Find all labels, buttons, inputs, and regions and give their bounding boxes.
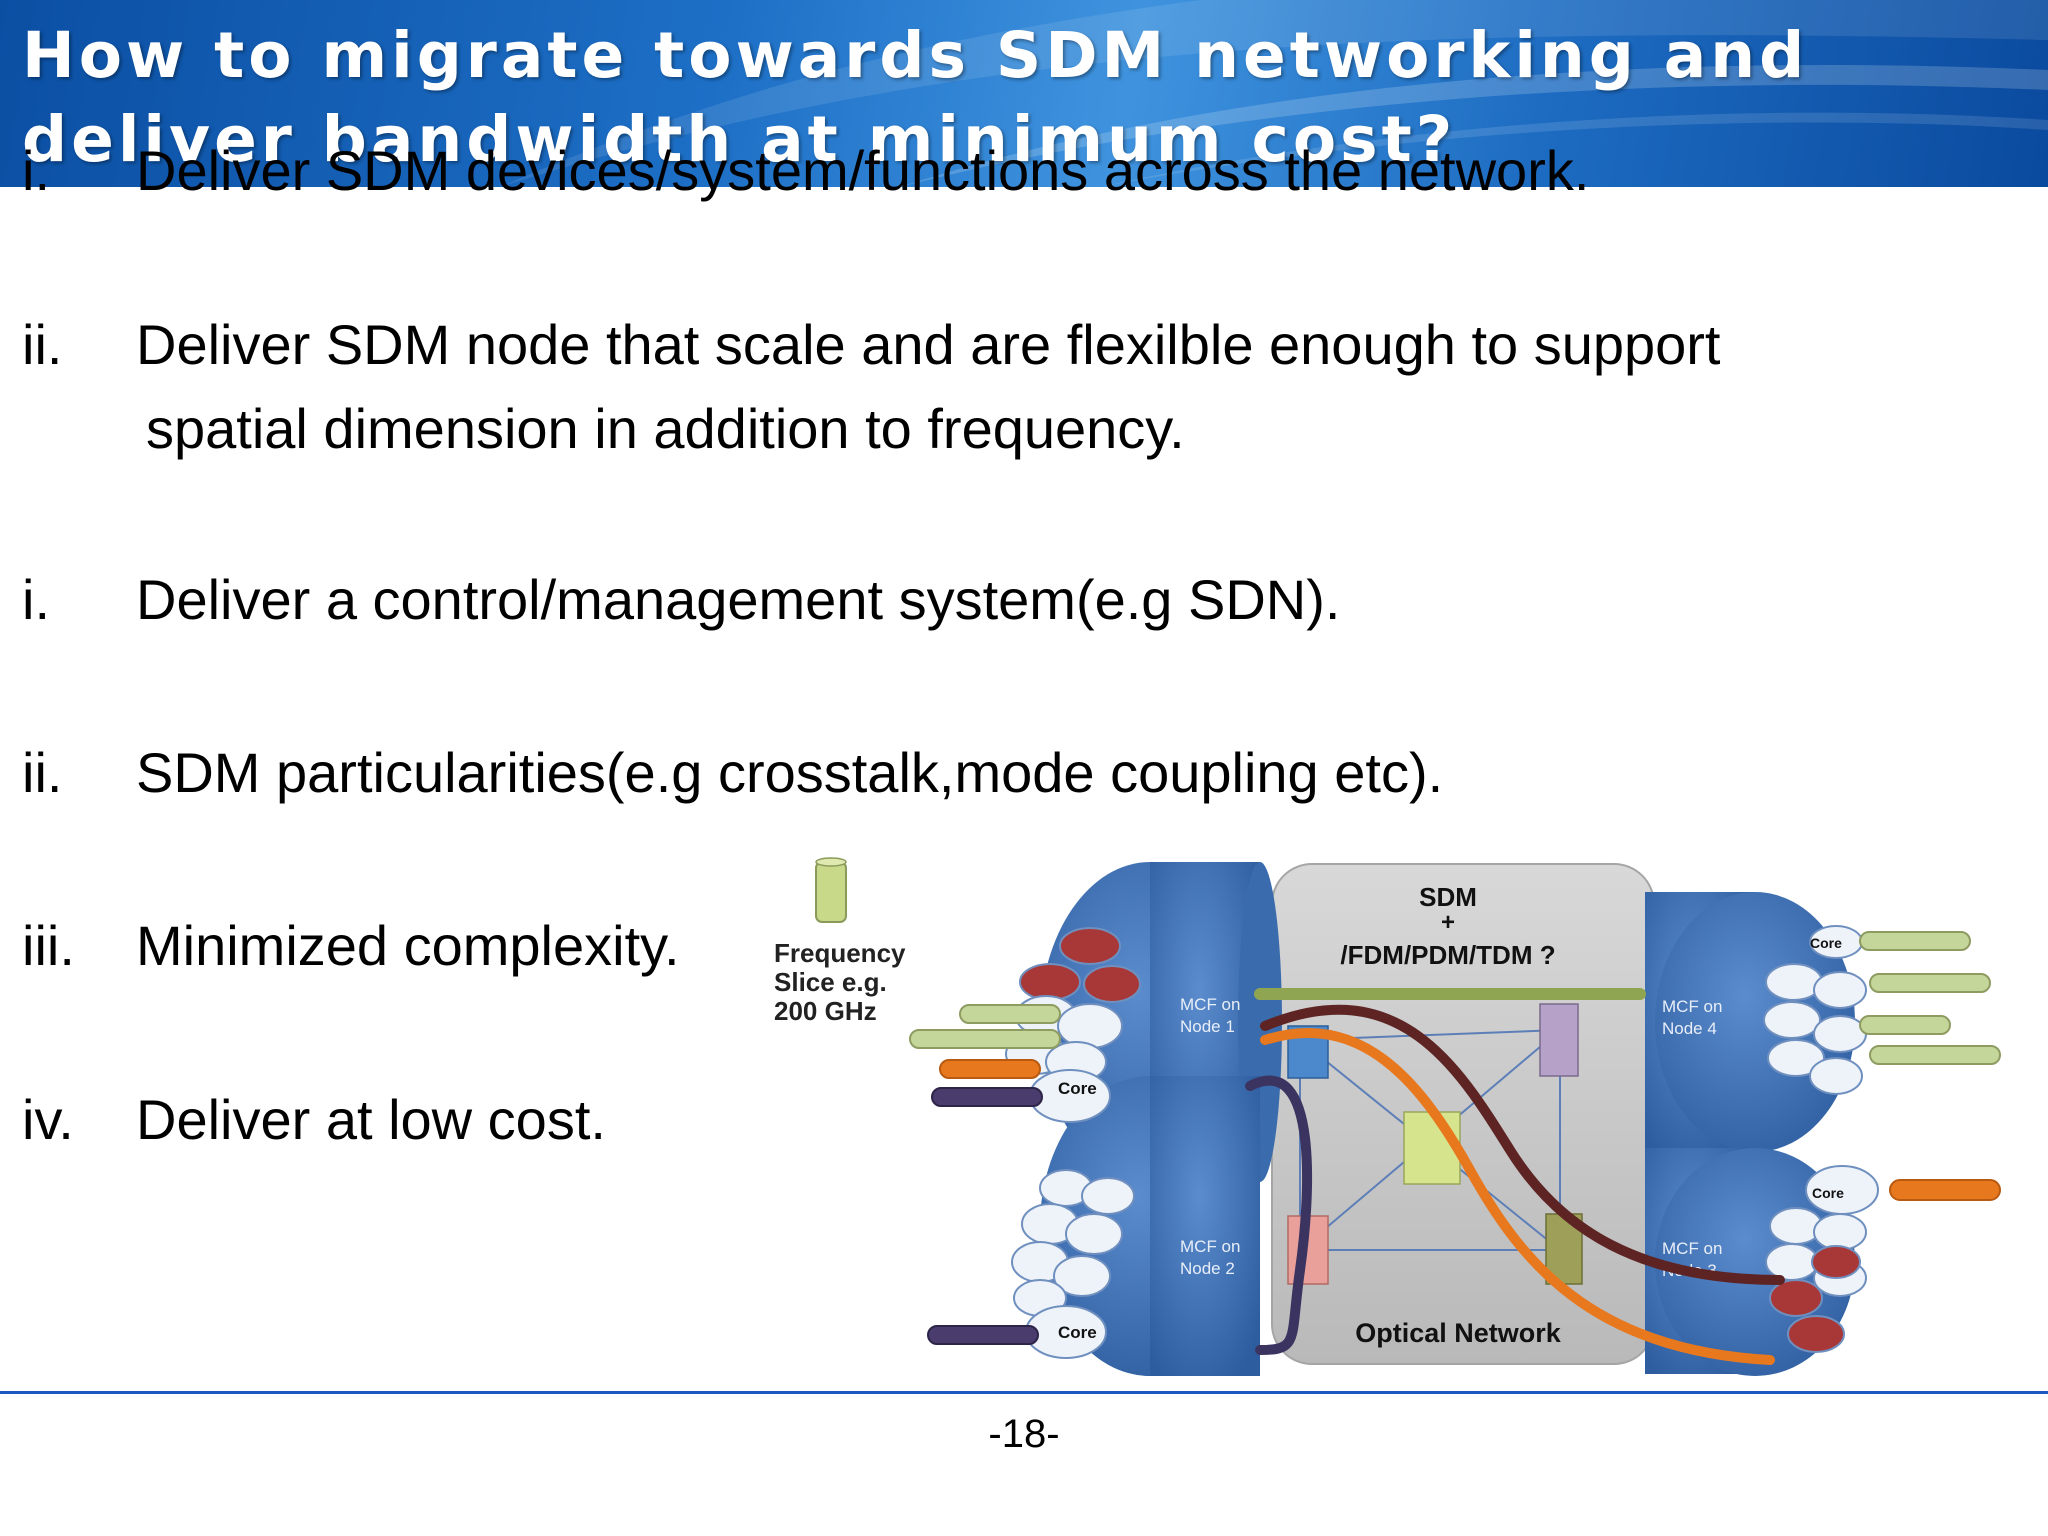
frequency-label-line3: 200 GHz [774, 996, 877, 1026]
core-bundle-node-3: Core [1765, 1165, 2001, 1353]
list-item-number: ii. [22, 741, 63, 804]
list-item-number: i. [22, 139, 50, 202]
list-item-number: iv. [22, 1088, 74, 1151]
title-banner: How to migrate towards SDM networking an… [0, 0, 2048, 187]
list-item: ii. SDM particularities(e.g crosstalk,mo… [0, 740, 1800, 810]
slide-title: How to migrate towards SDM networking an… [22, 19, 1809, 176]
list-item-number: iii. [22, 914, 75, 977]
list-item: i. Deliver SDM devices/system/functions … [0, 138, 1800, 208]
list-item: iv. Deliver at low cost. [0, 1087, 1800, 1157]
core-label-node-4: Core [1810, 935, 1842, 951]
list-item-continuation: spatial dimension in addition to frequen… [146, 397, 1185, 460]
list-item-text: Deliver at low cost. [136, 1088, 606, 1151]
fiber-node-2: MCF on Node 2 [1040, 1076, 1260, 1376]
list-item-text: Minimized complexity. [136, 914, 680, 977]
core-bundle-node-1: Core [909, 927, 1141, 1123]
list-item: ii. Deliver SDM node that scale and are … [0, 312, 1800, 382]
maroon-lightpath [1260, 1004, 1785, 1285]
footer-rule [0, 1391, 2048, 1394]
banner-swoosh-graphic [500, 0, 2048, 187]
optical-network-label: Optical Network [1355, 1318, 1562, 1348]
list-item-number: i. [22, 568, 50, 631]
frequency-slice-legend: Frequency Slice e.g. 200 GHz [774, 857, 906, 1026]
multiplexing-label: /FDM/PDM/TDM ? [1340, 940, 1555, 970]
lightpaths [1245, 988, 1785, 1365]
node1-label-line1: MCF on [1180, 995, 1240, 1014]
core-label-node-2: Core [1058, 1323, 1097, 1342]
core-label-node-3: Core [1812, 1185, 1844, 1201]
list-item: i. Deliver a control/management system(e… [0, 567, 1800, 637]
sdm-network-diagram: Frequency Slice e.g. 200 GHz SDM + /FDM/… [774, 857, 2001, 1376]
optical-network-box: SDM + /FDM/PDM/TDM ? Optical Network [1271, 863, 1655, 1365]
core-label-node-1: Core [1058, 1079, 1097, 1098]
list-item-text: Deliver a control/management system(e.g … [136, 568, 1341, 631]
page-number: -18- [988, 1412, 1060, 1456]
purple-lightpath [1245, 1075, 1313, 1355]
core-bundle-node-4: Core [1763, 925, 2001, 1095]
list-item-text: Deliver SDM devices/system/functions acr… [136, 139, 1590, 202]
list-item: iii. Minimized complexity. [0, 913, 1800, 983]
core-bundle-node-2: Core [927, 1169, 1135, 1359]
frequency-label-line1: Frequency [774, 938, 906, 968]
list-item-number: ii. [22, 313, 63, 376]
node2-label-line1: MCF on [1180, 1237, 1240, 1256]
frequency-label-line2: Slice e.g. [774, 967, 887, 997]
fiber-node-4: MCF on Node 4 [1645, 892, 1855, 1152]
node3-label-line1: MCF on [1662, 1239, 1722, 1258]
node1-label-line2: Node 1 [1180, 1017, 1235, 1036]
sdm-plus-label: + [1441, 909, 1455, 936]
node4-label-line1: MCF on [1662, 997, 1722, 1016]
list-item-text: Deliver SDM node that scale and are flex… [136, 313, 1721, 376]
sdm-label: SDM [1419, 882, 1477, 912]
list-item-text: SDM particularities(e.g crosstalk,mode c… [136, 741, 1444, 804]
node2-label-line2: Node 2 [1180, 1259, 1235, 1278]
orange-lightpath [1260, 1027, 1775, 1365]
node4-label-line2: Node 4 [1662, 1019, 1717, 1038]
